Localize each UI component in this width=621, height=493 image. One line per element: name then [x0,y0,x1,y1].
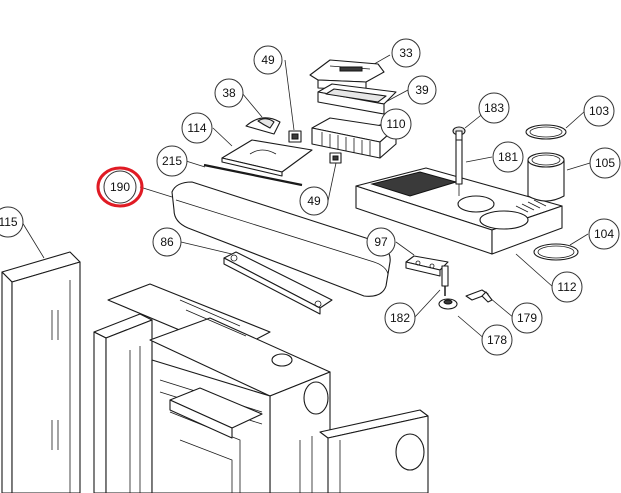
callout-97-label: 97 [374,235,388,249]
part-112-control-panel [355,167,563,255]
callout-183-label: 183 [484,101,504,115]
callout-49-upper[interactable]: 49 [253,45,283,75]
part-door-panel [299,409,429,493]
callout-33[interactable]: 33 [391,38,421,68]
callout-105-label: 105 [595,156,615,170]
callout-110[interactable]: 110 [380,108,412,140]
callout-104[interactable]: 104 [588,218,620,250]
part-105-cylinder [527,152,565,202]
part-49-clip-lower [329,152,342,164]
callout-215[interactable]: 215 [156,145,188,177]
stove-body-frame [93,283,331,493]
callout-33-label: 33 [399,46,413,60]
callout-112-label: 112 [557,280,576,294]
callout-110-label: 110 [386,117,405,131]
callout-38-label: 38 [222,86,236,100]
part-115-side-panel [1,251,81,493]
part-114-top-plate [221,139,313,177]
part-182-sensor [441,265,449,296]
callout-190[interactable]: 190 [96,166,144,208]
callout-215-label: 215 [162,154,182,168]
part-86-bracket-bar [223,251,333,315]
callout-105[interactable]: 105 [589,147,621,179]
callout-115-label: 115 [0,215,18,229]
part-103-ring-gasket [525,124,567,140]
callout-39[interactable]: 39 [407,75,437,105]
callout-182-label: 182 [390,311,410,325]
part-178-disc [438,298,458,310]
callout-38[interactable]: 38 [214,78,244,108]
part-179-clip [465,289,493,303]
callout-179[interactable]: 179 [511,302,543,334]
part-49-clip-upper [288,130,302,143]
callout-112[interactable]: 112 [551,271,583,303]
callout-190-label: 190 [110,180,130,194]
part-38-wedge-cap [245,117,281,135]
callout-97[interactable]: 97 [366,227,396,257]
part-39-channel [317,83,397,115]
callout-114[interactable]: 114 [181,112,213,144]
callout-114-label: 114 [187,121,206,135]
callout-86[interactable]: 86 [152,227,182,257]
part-104-ring [533,243,579,261]
callout-178-label: 178 [487,333,507,347]
callout-178[interactable]: 178 [481,324,513,356]
callout-49-lower-label: 49 [307,194,321,208]
part-97-switch-block [405,255,449,277]
callout-49-upper-label: 49 [261,53,275,67]
callout-39-label: 39 [415,83,429,97]
callout-181[interactable]: 181 [492,141,524,173]
part-183-knob [452,126,466,141]
callout-181-label: 181 [498,150,518,164]
part-190-top-cover [171,181,391,297]
callout-115[interactable]: 115 [0,206,24,238]
callout-179-label: 179 [517,311,537,325]
callout-104-label: 104 [594,227,614,241]
callout-103[interactable]: 103 [583,95,615,127]
callout-49-lower[interactable]: 49 [299,186,329,216]
callout-86-label: 86 [160,235,174,249]
callout-182[interactable]: 182 [384,302,416,334]
highlight-ring [96,166,144,208]
callout-183[interactable]: 183 [478,92,510,124]
part-215-rod [203,163,303,187]
callout-103-label: 103 [589,104,609,118]
leader-lines [21,54,591,341]
